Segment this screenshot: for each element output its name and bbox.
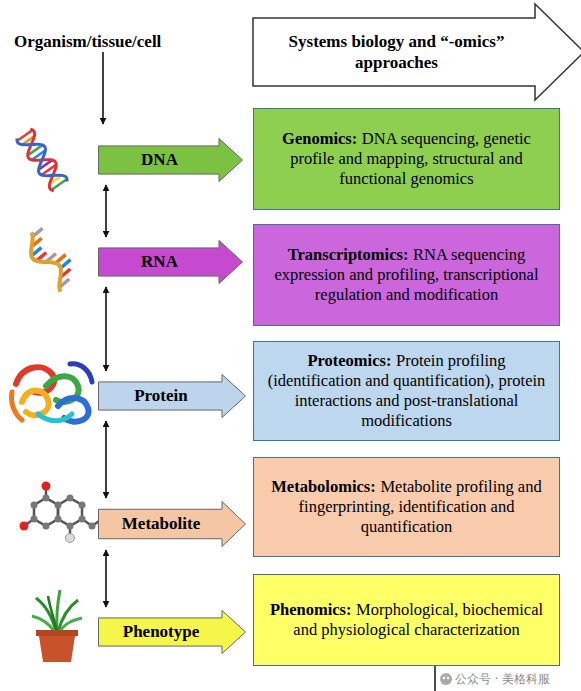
- level-arrow: Protein: [98, 374, 246, 418]
- omics-box: Proteomics:Protein profiling (identifica…: [253, 341, 560, 441]
- level-arrow: Phenotype: [98, 610, 246, 654]
- arrow-shape: [253, 4, 581, 100]
- omics-heading: Transcriptomics:: [288, 245, 409, 264]
- double-arrow: [105, 287, 107, 371]
- node-label: DNA: [141, 150, 178, 169]
- level-caption: Organism/tissue/cell: [14, 32, 161, 52]
- node-text: Protein: [134, 386, 188, 406]
- node-text: Transcriptomics:RNA sequencing expressio…: [262, 245, 551, 304]
- node-text: DNA: [141, 150, 178, 170]
- exit-line: [434, 666, 436, 691]
- dna-icon: [16, 128, 69, 192]
- node-label: Systems biology and “-omics” approaches: [289, 32, 505, 72]
- node-text: RNA: [141, 252, 178, 272]
- node-text: Genomics:DNA sequencing, genetic profile…: [262, 129, 551, 188]
- arrow-shape: [99, 241, 243, 284]
- node-text: Metabolomics:Metabolite profiling and fi…: [262, 477, 551, 536]
- omics-heading: Phenomics:: [270, 600, 352, 619]
- arrow-shape: [99, 611, 246, 654]
- watermark-icon: [440, 673, 452, 685]
- double-arrow: [105, 421, 107, 498]
- level-arrow: DNA: [98, 138, 243, 182]
- double-arrow: [105, 185, 107, 237]
- node-label: Metabolite: [122, 514, 200, 533]
- watermark: 公众号 · 美格科服: [455, 671, 550, 688]
- rna-icon: [19, 224, 82, 291]
- node-text: Metabolite: [122, 514, 200, 534]
- arrow-shape: [99, 375, 246, 418]
- omics-box: Metabolomics:Metabolite profiling and fi…: [253, 457, 560, 557]
- node-text: Phenomics:Morphological, biochemical and…: [262, 600, 551, 640]
- arrow-shape: [99, 502, 246, 547]
- double-arrow: [105, 550, 107, 607]
- arrow-outline: [252, 3, 581, 101]
- node-label: Protein: [134, 386, 188, 405]
- level-arrow: Metabolite: [98, 501, 246, 547]
- node-label: RNA: [141, 252, 178, 271]
- protein-icon: [11, 364, 92, 422]
- arrow-banner: Systems biology and “-omics” approaches: [252, 3, 581, 101]
- omics-heading: Proteomics:: [307, 351, 391, 370]
- omics-box: Transcriptomics:RNA sequencing expressio…: [253, 224, 560, 326]
- omics-box: Phenomics:Morphological, biochemical and…: [253, 574, 560, 666]
- arrow-shape: [99, 139, 243, 182]
- node-label: Phenotype: [123, 622, 200, 641]
- node-text: Proteomics:Protein profiling (identifica…: [262, 351, 551, 430]
- level-arrow: RNA: [98, 240, 243, 284]
- omics-heading: Genomics:: [282, 129, 357, 148]
- plant-icon: [32, 590, 82, 662]
- omics-heading: Metabolomics:: [271, 477, 375, 496]
- omics-box: Genomics:DNA sequencing, genetic profile…: [253, 108, 560, 210]
- down-arrow: [102, 52, 104, 124]
- node-text: Phenotype: [123, 622, 200, 642]
- node-text: Systems biology and “-omics” approaches: [266, 31, 527, 74]
